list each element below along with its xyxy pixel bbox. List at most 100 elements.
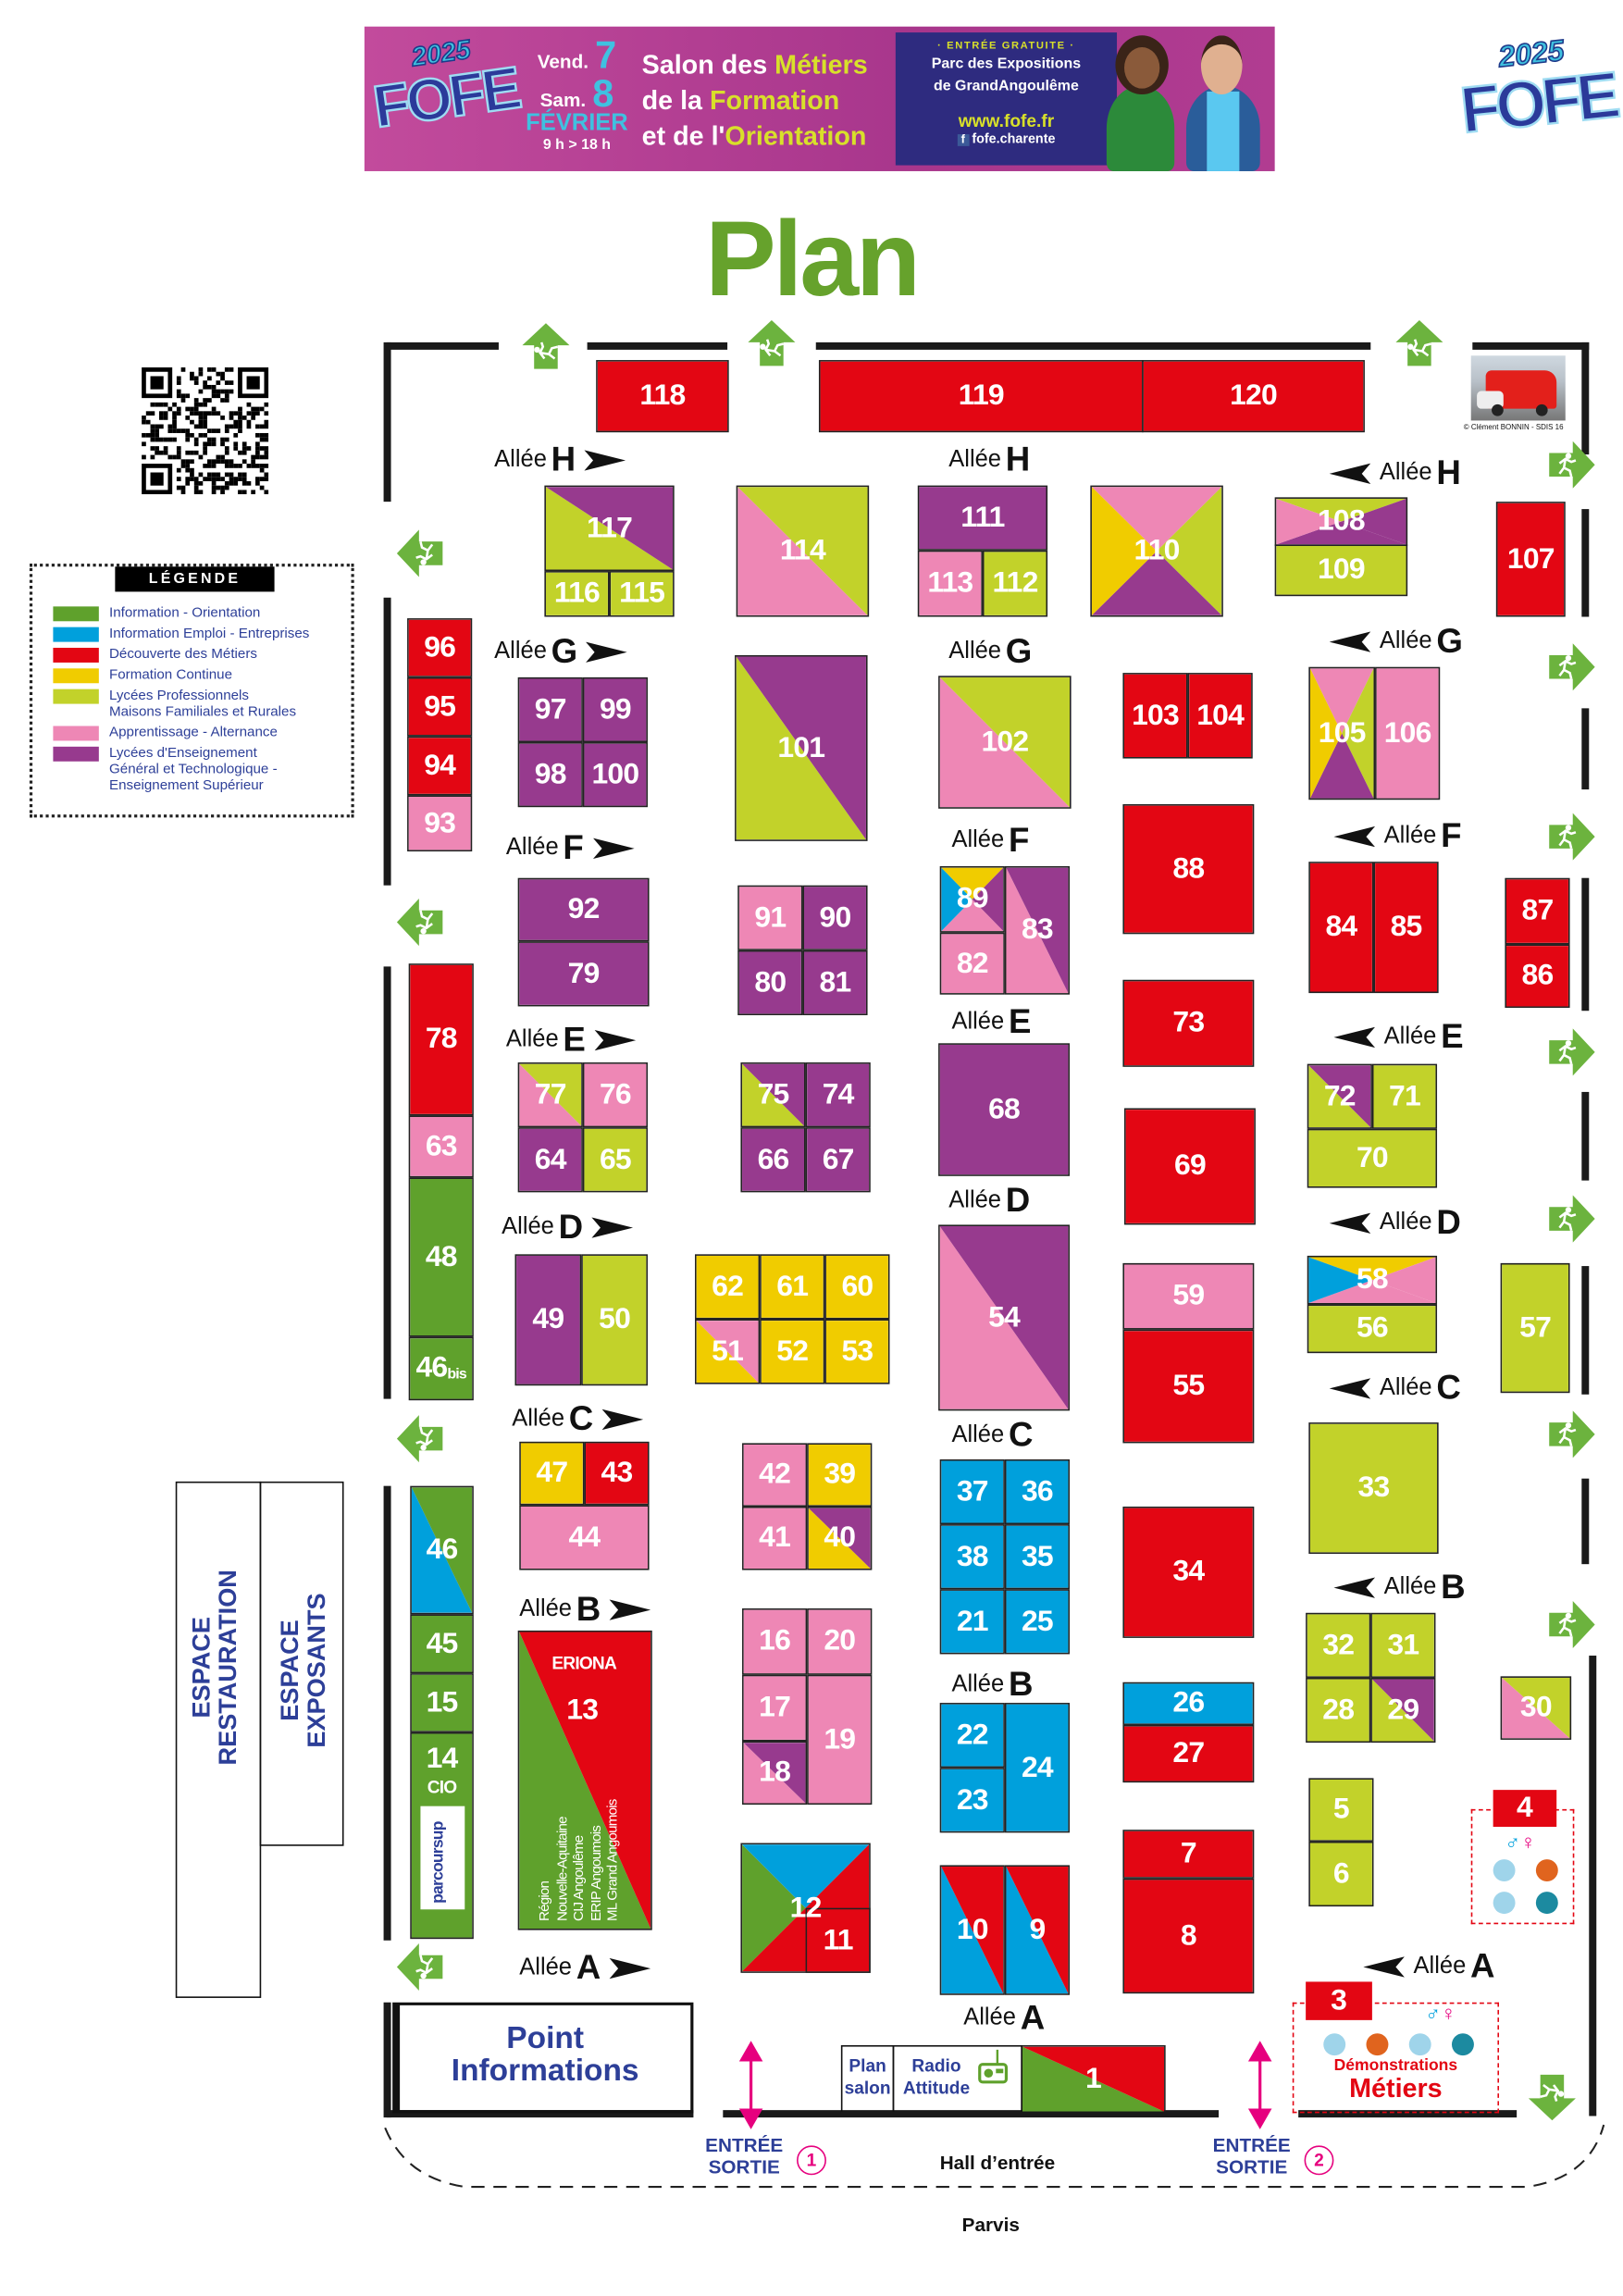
stand-12[interactable]: 12 <box>740 1843 871 1973</box>
stand-24[interactable]: 24 <box>1004 1703 1071 1833</box>
stand-77[interactable]: 77 <box>517 1062 583 1128</box>
stand-21[interactable]: 21 <box>939 1589 1005 1655</box>
stand-53[interactable]: 53 <box>824 1319 890 1384</box>
stand-59[interactable]: 59 <box>1122 1262 1255 1330</box>
stand-10[interactable]: 10 <box>939 1865 1005 1995</box>
stand-75[interactable]: 75 <box>740 1062 806 1128</box>
stand-57[interactable]: 57 <box>1500 1262 1570 1394</box>
stand-41[interactable]: 41 <box>742 1506 808 1570</box>
espace-exposants[interactable] <box>259 1481 344 1846</box>
stand-116[interactable]: 116 <box>544 571 610 617</box>
stand-51[interactable]: 51 <box>695 1319 761 1384</box>
stand-89[interactable]: 89 <box>939 865 1005 933</box>
stand-106[interactable]: 106 <box>1375 666 1441 800</box>
stand-7[interactable]: 7 <box>1122 1830 1255 1879</box>
stand-30[interactable]: 30 <box>1500 1676 1572 1740</box>
stand-64[interactable]: 64 <box>517 1127 583 1193</box>
qr-code[interactable] <box>142 367 269 495</box>
stand-102[interactable]: 102 <box>938 676 1072 809</box>
stand-79[interactable]: 79 <box>517 941 650 1007</box>
stand-39[interactable]: 39 <box>807 1443 873 1507</box>
stand-1[interactable]: 1 <box>1021 2044 1166 2114</box>
stand-93[interactable]: 93 <box>407 795 473 852</box>
point-informations[interactable]: Point Informations <box>392 2002 694 2114</box>
stand-60[interactable]: 60 <box>824 1254 890 1320</box>
entrance-2-arrow-icon[interactable] <box>1245 2041 1275 2129</box>
stand-32[interactable]: 32 <box>1306 1612 1371 1678</box>
stand-90[interactable]: 90 <box>802 885 868 950</box>
stand-82[interactable]: 82 <box>939 932 1005 995</box>
stand-49[interactable]: 49 <box>514 1254 582 1386</box>
stand-78[interactable]: 78 <box>408 963 474 1116</box>
radio-attitude-stand[interactable]: Radio Attitude <box>892 2044 1022 2114</box>
stand-84[interactable]: 84 <box>1308 862 1374 994</box>
stand-16[interactable]: 16 <box>742 1608 808 1675</box>
stand-111[interactable]: 111 <box>917 485 1048 551</box>
stand-94[interactable]: 94 <box>407 736 473 796</box>
plan-salon-stand[interactable]: Plan salon <box>840 2044 895 2114</box>
stand-31[interactable]: 31 <box>1370 1612 1436 1678</box>
stand-115[interactable]: 115 <box>609 571 675 617</box>
stand-11[interactable]: 11 <box>805 1907 871 1973</box>
stand-85[interactable]: 85 <box>1373 862 1439 994</box>
stand-61[interactable]: 61 <box>760 1254 825 1320</box>
stand-35[interactable]: 35 <box>1004 1524 1071 1590</box>
stand-96[interactable]: 96 <box>407 618 473 677</box>
facebook-link[interactable]: fofe.charente <box>972 130 1056 146</box>
stand-87[interactable]: 87 <box>1505 877 1570 945</box>
stand-114[interactable]: 114 <box>736 485 870 617</box>
stand-73[interactable]: 73 <box>1122 979 1255 1067</box>
stand-66[interactable]: 66 <box>740 1127 806 1193</box>
stand-44[interactable]: 44 <box>519 1505 650 1570</box>
stand-76[interactable]: 76 <box>582 1062 648 1128</box>
stand-18[interactable]: 18 <box>742 1741 808 1806</box>
stand-55[interactable]: 55 <box>1122 1329 1255 1444</box>
stand-65[interactable]: 65 <box>582 1127 648 1193</box>
stand-40[interactable]: 40 <box>807 1506 873 1570</box>
stand-46[interactable]: 46 <box>410 1485 474 1615</box>
stand-48[interactable]: 48 <box>408 1177 474 1337</box>
stand-20[interactable]: 20 <box>807 1608 873 1675</box>
stand-70[interactable]: 70 <box>1307 1128 1438 1188</box>
stand-36[interactable]: 36 <box>1004 1458 1071 1525</box>
stand-68[interactable]: 68 <box>938 1043 1071 1176</box>
stand-38[interactable]: 38 <box>939 1524 1005 1590</box>
stand-17[interactable]: 17 <box>742 1674 808 1742</box>
demo-area-3[interactable] <box>1292 2002 1500 2114</box>
stand-8[interactable]: 8 <box>1122 1878 1255 1994</box>
stand-112[interactable]: 112 <box>982 550 1048 617</box>
stand-15[interactable]: 15 <box>410 1673 474 1732</box>
stand-98[interactable]: 98 <box>517 742 583 808</box>
stand-81[interactable]: 81 <box>802 949 868 1016</box>
stand-5[interactable]: 5 <box>1308 1778 1374 1842</box>
stand-45[interactable]: 45 <box>410 1614 474 1674</box>
stand-113[interactable]: 113 <box>917 550 983 617</box>
stand-67[interactable]: 67 <box>805 1127 871 1193</box>
stand-71[interactable]: 71 <box>1371 1063 1438 1129</box>
stand-56[interactable]: 56 <box>1307 1304 1438 1354</box>
stand-50[interactable]: 50 <box>581 1254 648 1386</box>
stand-92[interactable]: 92 <box>517 877 650 942</box>
stand-117[interactable]: 117 <box>544 485 675 572</box>
stand-72[interactable]: 72 <box>1307 1063 1372 1129</box>
stand-99[interactable]: 99 <box>582 676 648 743</box>
entrance-1-arrow-icon[interactable] <box>737 2041 766 2129</box>
stand-28[interactable]: 28 <box>1306 1677 1371 1744</box>
stand-62[interactable]: 62 <box>695 1254 761 1320</box>
stand-27[interactable]: 27 <box>1122 1724 1255 1783</box>
stand-88[interactable]: 88 <box>1122 804 1255 935</box>
stand-120[interactable]: 120 <box>1142 360 1365 433</box>
stand-19[interactable]: 19 <box>807 1674 873 1806</box>
stand-42[interactable]: 42 <box>742 1443 808 1507</box>
stand-26[interactable]: 26 <box>1122 1682 1255 1725</box>
stand-104[interactable]: 104 <box>1187 673 1253 759</box>
stand-95[interactable]: 95 <box>407 676 473 737</box>
stand-110[interactable]: 110 <box>1090 485 1223 617</box>
stand-63[interactable]: 63 <box>408 1115 474 1178</box>
stand-37[interactable]: 37 <box>939 1458 1005 1525</box>
stand-86[interactable]: 86 <box>1505 944 1570 1009</box>
stand-105[interactable]: 105 <box>1308 666 1376 800</box>
stand-47[interactable]: 47 <box>519 1441 585 1506</box>
stand-54[interactable]: 54 <box>938 1224 1071 1411</box>
